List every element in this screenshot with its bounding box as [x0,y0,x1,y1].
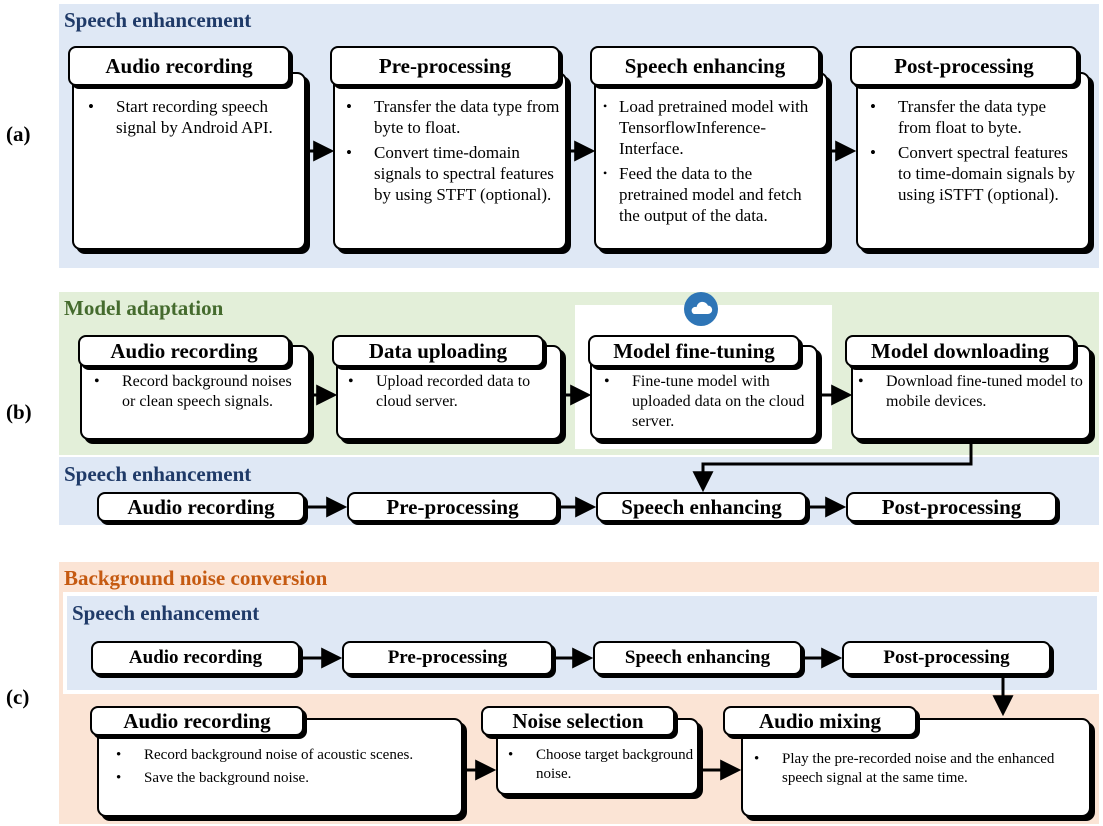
c-audio-mixing-label: Audio mixing [723,706,917,736]
bullet: Feed the data to the pretrained model an… [603,163,825,226]
c-noise-selection-bullets: Choose target background noise. [508,746,694,784]
bullet: Record background noise of acoustic scen… [116,746,456,765]
bullet: Upload recorded data to cloud server. [348,372,558,412]
bullet: Record background noises or clean speech… [94,372,304,412]
b-data-uploading-label: Data uploading [332,335,544,367]
panel-b-enh-title: Speech enhancement [64,462,252,486]
label-a: (a) [6,122,31,146]
bullet: Transfer the data type from float to byt… [870,96,1082,138]
bullet: Fine-tune model with uploaded data on th… [604,372,816,432]
a-pre-processing-bullets: Transfer the data type from byte to floa… [346,96,560,205]
panel-a-title: Speech enhancement [64,8,252,32]
b-model-downloading-bullets: Download fine-tuned model to mobile devi… [858,372,1090,412]
c-audio-recording-bullets: Record background noise of acoustic scen… [116,746,456,788]
a-post-processing-label: Post-processing [850,46,1078,86]
c-enh-pre-processing: Pre-processing [342,641,553,675]
bullet: Play the pre-recorded noise and the enha… [754,750,1084,788]
c-noise-selection-label: Noise selection [481,706,675,736]
b-enh-speech-enhancing: Speech enhancing [596,492,807,522]
bullet: Load pretrained model with TensorflowInf… [603,96,825,159]
b-enh-audio-recording: Audio recording [97,492,305,522]
c-audio-mixing-bullets: Play the pre-recorded noise and the enha… [754,750,1084,788]
bullet: Transfer the data type from byte to floa… [346,96,560,138]
c-enh-audio-recording: Audio recording [91,641,300,675]
b-model-fine-tuning-label: Model fine-tuning [588,335,800,367]
b-model-fine-tuning-bullets: Fine-tune model with uploaded data on th… [604,372,816,432]
bullet: Download fine-tuned model to mobile devi… [858,372,1090,412]
b-model-downloading-label: Model downloading [845,335,1075,367]
b-audio-recording-label: Audio recording [78,335,290,367]
a-audio-recording-bullets: Start recording speech signal by Android… [88,96,296,138]
a-speech-enhancing-label: Speech enhancing [590,46,820,86]
label-c: (c) [6,685,30,709]
c-audio-recording-label: Audio recording [90,706,304,736]
c-enh-post-processing: Post-processing [842,641,1051,675]
a-post-processing-bullets: Transfer the data type from float to byt… [870,96,1082,205]
bullet: Convert spectral features to time-domain… [870,142,1082,205]
a-speech-enhancing-bullets: Load pretrained model with TensorflowInf… [603,96,825,226]
a-audio-recording-label: Audio recording [68,46,290,86]
b-enh-pre-processing: Pre-processing [347,492,558,522]
panel-c-title: Background noise conversion [64,566,328,590]
a-pre-processing-label: Pre-processing [330,46,560,86]
c-enh-speech-enhancing: Speech enhancing [593,641,802,675]
cloud-icon [684,292,718,326]
bullet: Start recording speech signal by Android… [88,96,296,138]
bullet: Save the background noise. [116,769,456,788]
panel-b-title: Model adaptation [64,296,224,320]
b-audio-recording-bullets: Record background noises or clean speech… [94,372,304,412]
b-enh-post-processing: Post-processing [846,492,1057,522]
bullet: Choose target background noise. [508,746,694,784]
bullet: Convert time-domain signals to spectral … [346,142,560,205]
b-data-uploading-bullets: Upload recorded data to cloud server. [348,372,558,412]
label-b: (b) [6,400,32,424]
panel-c-enh-title: Speech enhancement [72,601,260,625]
